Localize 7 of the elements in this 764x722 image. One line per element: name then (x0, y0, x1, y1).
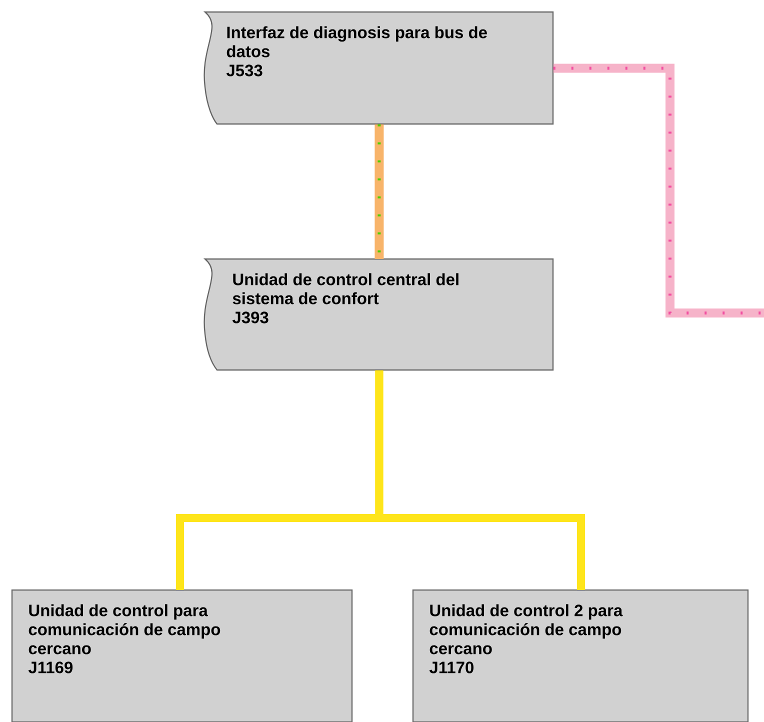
control-unit-box: Unidad de control central del sistema de confort J393 (204, 258, 554, 371)
wire (553, 64, 764, 318)
wire (375, 370, 585, 590)
control-unit-box: Interfaz de diagnosis para bus de datos J533 (204, 11, 554, 125)
wire (374, 124, 384, 259)
control-unit-box: Unidad de control 2 para comunicación de campo cercano J1170 (412, 589, 749, 722)
control-unit-box: Unidad de control para comunicación de campo cercano J1169 (11, 589, 353, 722)
